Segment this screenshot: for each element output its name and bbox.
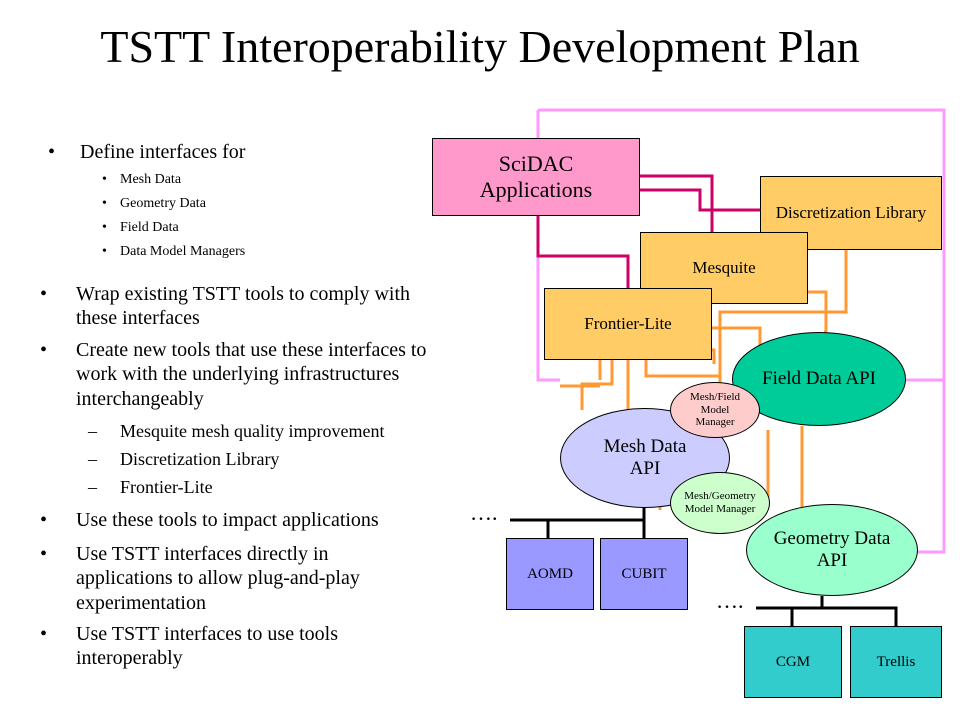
mesh-implementations-ellipsis: …. <box>470 500 498 525</box>
cgm-box: CGM <box>744 626 842 698</box>
geometry-implementations-ellipsis: …. <box>716 588 744 613</box>
mesh-geometry-model-manager-ellipse: Mesh/Geometry Model Manager <box>670 472 770 534</box>
mesh-field-model-manager-ellipse: Mesh/Field Model Manager <box>670 382 760 438</box>
trellis-box: Trellis <box>850 626 942 698</box>
frontier-lite-box: Frontier-Lite <box>544 288 712 360</box>
aomd-box: AOMD <box>506 538 594 610</box>
scidac-applications-box: SciDAC Applications <box>432 138 640 216</box>
bullet-dot: • <box>48 141 56 163</box>
field-data-api-ellipse: Field Data API <box>732 332 906 426</box>
page-title: TSTT Interoperability Development Plan <box>100 21 860 72</box>
geometry-data-api-ellipse: Geometry Data API <box>746 504 918 596</box>
cubit-box: CUBIT <box>600 538 688 610</box>
